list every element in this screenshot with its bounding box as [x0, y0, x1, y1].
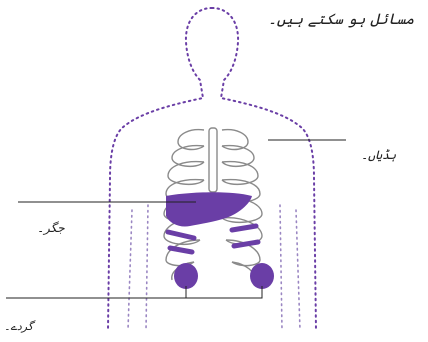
label-liver: جگر۔ [37, 221, 65, 235]
left-arm-outline [128, 205, 148, 330]
caption-text: مسائل ہو سکتے ہیں۔ [268, 10, 414, 28]
right-kidney [250, 263, 274, 289]
liver-organ [166, 192, 252, 226]
body-outline [108, 8, 316, 330]
kidneys-leader-line [6, 286, 262, 298]
left-kidney [174, 263, 198, 289]
right-arm-outline [280, 205, 300, 330]
label-bones: ہڈیاں۔ [361, 148, 396, 162]
sternum [209, 128, 217, 192]
label-kidneys: گردے۔ [4, 320, 33, 333]
